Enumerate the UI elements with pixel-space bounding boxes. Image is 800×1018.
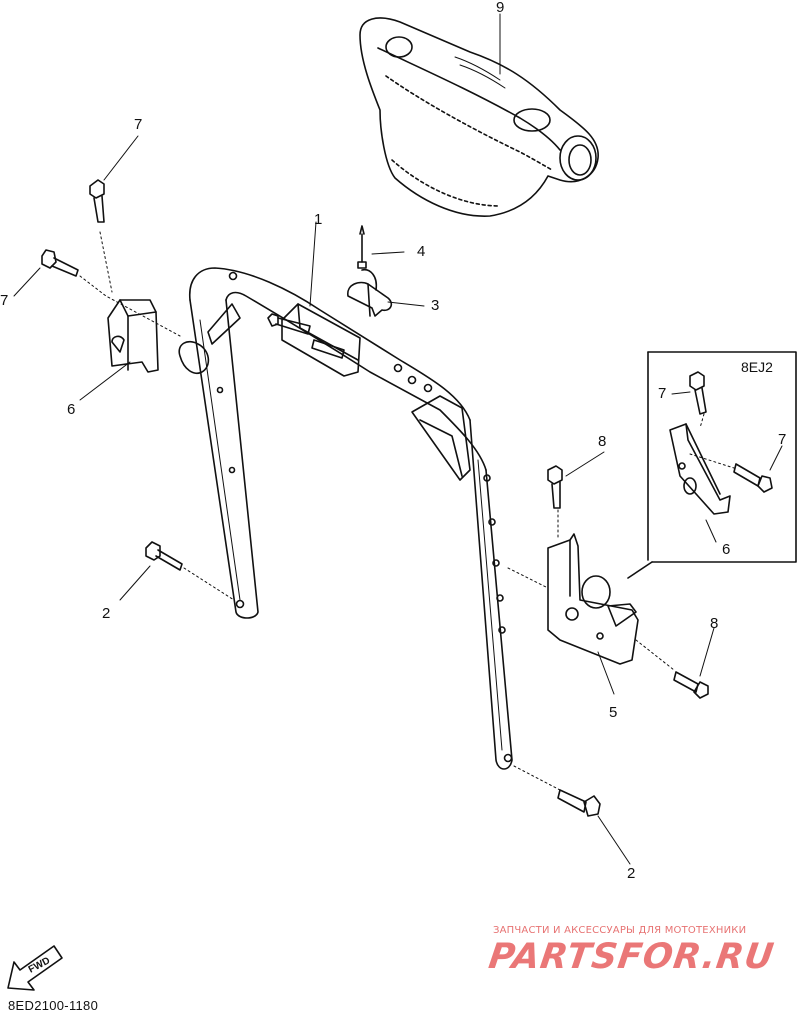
handlebar-pad [359,17,599,217]
callout-4: 4 [417,243,426,260]
callout-7: 7 [134,116,143,133]
bolt-2-left [145,541,183,571]
callout-6: 6 [722,541,731,558]
d-ring [178,340,210,374]
bolt-8-upper [547,465,563,509]
clip [347,268,393,317]
callout-8: 8 [598,433,607,450]
variant-box [627,351,797,579]
handlebar-frame [189,267,513,770]
fwd-arrow-icon [7,945,63,991]
drawing-code: 8ED2100-1180 [8,998,99,1013]
bolt-2-right [557,789,601,817]
callout-7: 7 [778,431,787,448]
watermark-tagline: ЗАПЧАСТИ И АКСЕССУАРЫ ДЛЯ МОТОТЕХНИКИ [493,925,747,936]
callout-2: 2 [627,865,636,882]
callout-9: 9 [496,0,505,16]
callout-3: 3 [431,297,440,314]
plate-right [547,533,639,665]
leader-lines [13,13,783,865]
bolt-7-horizontal [41,249,79,277]
callout-7: 7 [658,385,667,402]
callout-8: 8 [710,615,719,632]
clamp-bolt [267,313,345,359]
rivet [357,225,367,269]
watermark-brand: PARTSFOR.RU [486,937,777,977]
variant-box-label: 8EJ2 [741,359,773,375]
bracket-left [107,299,159,373]
callout-5: 5 [609,704,618,721]
callout-2: 2 [102,605,111,622]
callout-1: 1 [314,211,323,228]
bolt-7-vertical [89,179,105,223]
callout-6: 6 [67,401,76,418]
callout-7: 7 [0,292,9,309]
bolt-8-lower [673,671,709,699]
